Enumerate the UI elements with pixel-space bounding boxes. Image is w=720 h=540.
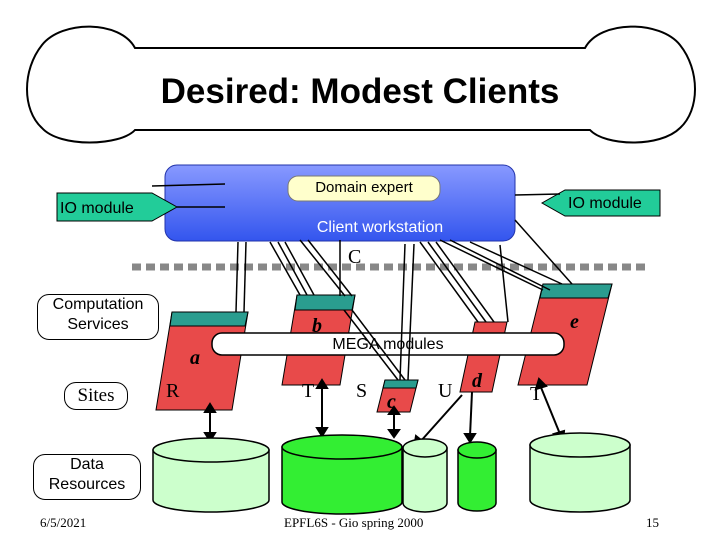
module-letter-e: e xyxy=(570,311,579,333)
module-letter-b: b xyxy=(312,315,322,337)
sites-label: Sites xyxy=(77,385,115,406)
io-module-right-label: IO module xyxy=(568,195,642,212)
footer-course: EPFL6S - Gio spring 2000 xyxy=(284,515,424,530)
footer-date: 6/5/2021 xyxy=(40,515,87,530)
site-letter-t2: T xyxy=(530,383,543,405)
title-bone-outline xyxy=(26,25,696,144)
io-connectors xyxy=(151,183,561,208)
mega-modules-bar xyxy=(211,332,565,356)
io-module-left-shape xyxy=(56,192,179,222)
client-c-label: C xyxy=(348,246,362,268)
computation-services-box: Computation Services xyxy=(37,294,159,340)
io-module-right-shape xyxy=(540,189,661,217)
module-letter-d: d xyxy=(472,370,482,392)
site-letter-u: U xyxy=(438,380,453,402)
mega-modules-label: MEGA modules xyxy=(332,336,444,353)
site-letter-r: R xyxy=(166,380,180,402)
domain-expert-box xyxy=(287,175,441,202)
data-resources-label: Data Resources xyxy=(48,456,126,493)
io-module-left-label: IO module xyxy=(60,200,134,217)
footer-page: 15 xyxy=(646,515,659,530)
site-letter-t1: T xyxy=(302,380,315,402)
site-letter-s: S xyxy=(356,380,368,402)
slide-title: Desired: Modest Clients xyxy=(160,72,560,111)
computation-services-label: Computation Services xyxy=(52,296,144,333)
client-workstation-label: Client workstation xyxy=(316,219,444,236)
data-resources-box: Data Resources xyxy=(33,454,141,500)
data-resource-cylinders xyxy=(152,432,631,515)
sites-box: Sites xyxy=(64,382,128,410)
workstation-module-connectors xyxy=(235,219,573,381)
module-letter-c: c xyxy=(387,391,396,413)
module-letter-a: a xyxy=(190,347,200,369)
domain-expert-label: Domain expert xyxy=(315,179,413,196)
